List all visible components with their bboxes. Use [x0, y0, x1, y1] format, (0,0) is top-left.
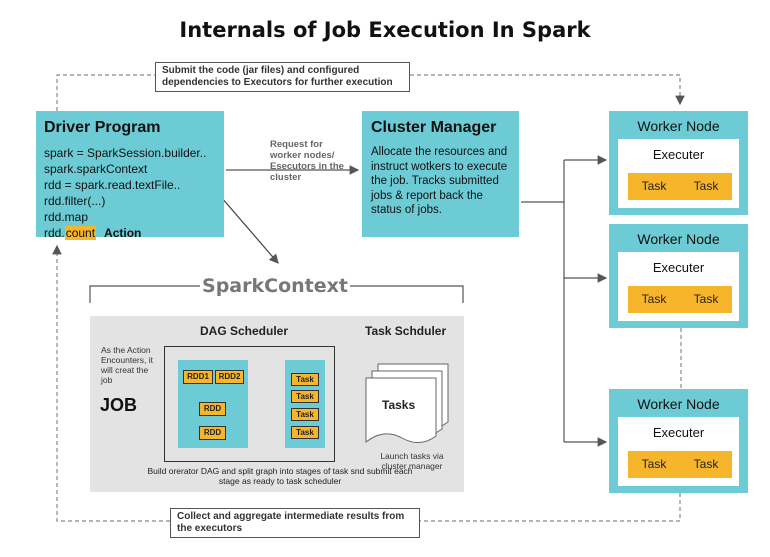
- build-dag-note: Build orerator DAG and split graph into …: [147, 466, 413, 486]
- sparkcontext-bracket-right: [350, 285, 464, 303]
- rdd-chip: RDD: [199, 402, 226, 416]
- rdd-chip: RDD: [199, 426, 226, 440]
- collect-results-arrow: [52, 244, 170, 522]
- job-label: JOB: [100, 395, 138, 415]
- task-scheduler-title: Task Schduler: [365, 324, 447, 338]
- stage-task-chip: Task: [291, 408, 319, 421]
- task-chip: Task: [680, 451, 732, 478]
- tasks-document-icon: [365, 363, 449, 444]
- executor-label: Executer: [652, 425, 705, 440]
- collect-results-note: Collect and aggregate intermediate resul…: [170, 508, 420, 538]
- driver-code-line: rdd.filter(...): [44, 194, 106, 208]
- task-chip: Task: [680, 173, 732, 200]
- task-chip: Task: [680, 286, 732, 313]
- driver-program-box: Driver Program spark = SparkSession.buil…: [36, 111, 224, 240]
- task-chip: Task: [628, 173, 680, 200]
- submit-code-arrow: [410, 74, 685, 106]
- driver-code-line: rdd.map: [44, 210, 89, 224]
- worker-node-box: Worker Node Executer Task Task: [609, 389, 748, 493]
- diagram-title: Internals of Job Execution In Spark: [179, 18, 591, 42]
- executor-label: Executer: [652, 147, 705, 162]
- worker-node-box: Worker Node Executer Task Task: [609, 111, 748, 215]
- submit-code-connector: [56, 74, 155, 111]
- sparkcontext-bracket-left: [89, 285, 200, 303]
- driver-code-line: spark.sparkContext: [44, 162, 148, 176]
- cluster-manager-description: Allocate the resources and instruct wotk…: [371, 146, 508, 216]
- collect-results-connector: [420, 493, 681, 522]
- worker-node-box: Worker Node Executer Task Task: [609, 224, 748, 328]
- stage-task-chip: Task: [291, 373, 319, 386]
- worker-node-title: Worker Node: [637, 118, 720, 134]
- count-highlight: count: [64, 226, 97, 240]
- dag-scheduler-title: DAG Scheduler: [200, 324, 289, 338]
- stage-task-chip: Task: [291, 426, 319, 439]
- action-encounter-note: As the Action Encounters, it will creat …: [101, 345, 153, 385]
- driver-code-prefix: rdd.: [44, 226, 65, 240]
- rdd-chip: RDD1: [183, 370, 213, 384]
- driver-code-line: rdd = spark.read.textFile..: [44, 178, 181, 192]
- task-chip: Task: [628, 451, 680, 478]
- executor-box: Executer Task Task: [618, 139, 739, 208]
- tasks-label: Tasks: [382, 398, 416, 412]
- sparkcontext-title: SparkContext: [202, 275, 348, 297]
- cluster-manager-box: Cluster Manager Allocate the resources a…: [362, 111, 519, 237]
- executor-box: Executer Task Task: [618, 252, 739, 321]
- request-workers-text: Request for worker nodes/ Esecutors in t…: [270, 139, 344, 183]
- worker-node-title: Worker Node: [637, 231, 720, 247]
- executor-label: Executer: [652, 260, 705, 275]
- executor-box: Executer Task Task: [618, 417, 739, 486]
- rdd-chip: RDD2: [215, 370, 244, 384]
- worker-node-title: Worker Node: [637, 396, 720, 412]
- driver-code-line-action: rdd.count Action: [44, 226, 141, 240]
- task-chip: Task: [628, 286, 680, 313]
- dag-scheduler-frame: [164, 346, 335, 462]
- stage-task-chip: Task: [291, 390, 319, 403]
- driver-program-title: Driver Program: [44, 119, 161, 136]
- launch-tasks-note: Launch tasks via cluster manager: [380, 451, 444, 471]
- cluster-manager-title: Cluster Manager: [371, 119, 497, 136]
- submit-code-note: Submit the code (jar files) and configur…: [155, 62, 410, 92]
- action-label: Action: [104, 226, 142, 240]
- driver-code-line: spark = SparkSession.builder..: [44, 146, 207, 160]
